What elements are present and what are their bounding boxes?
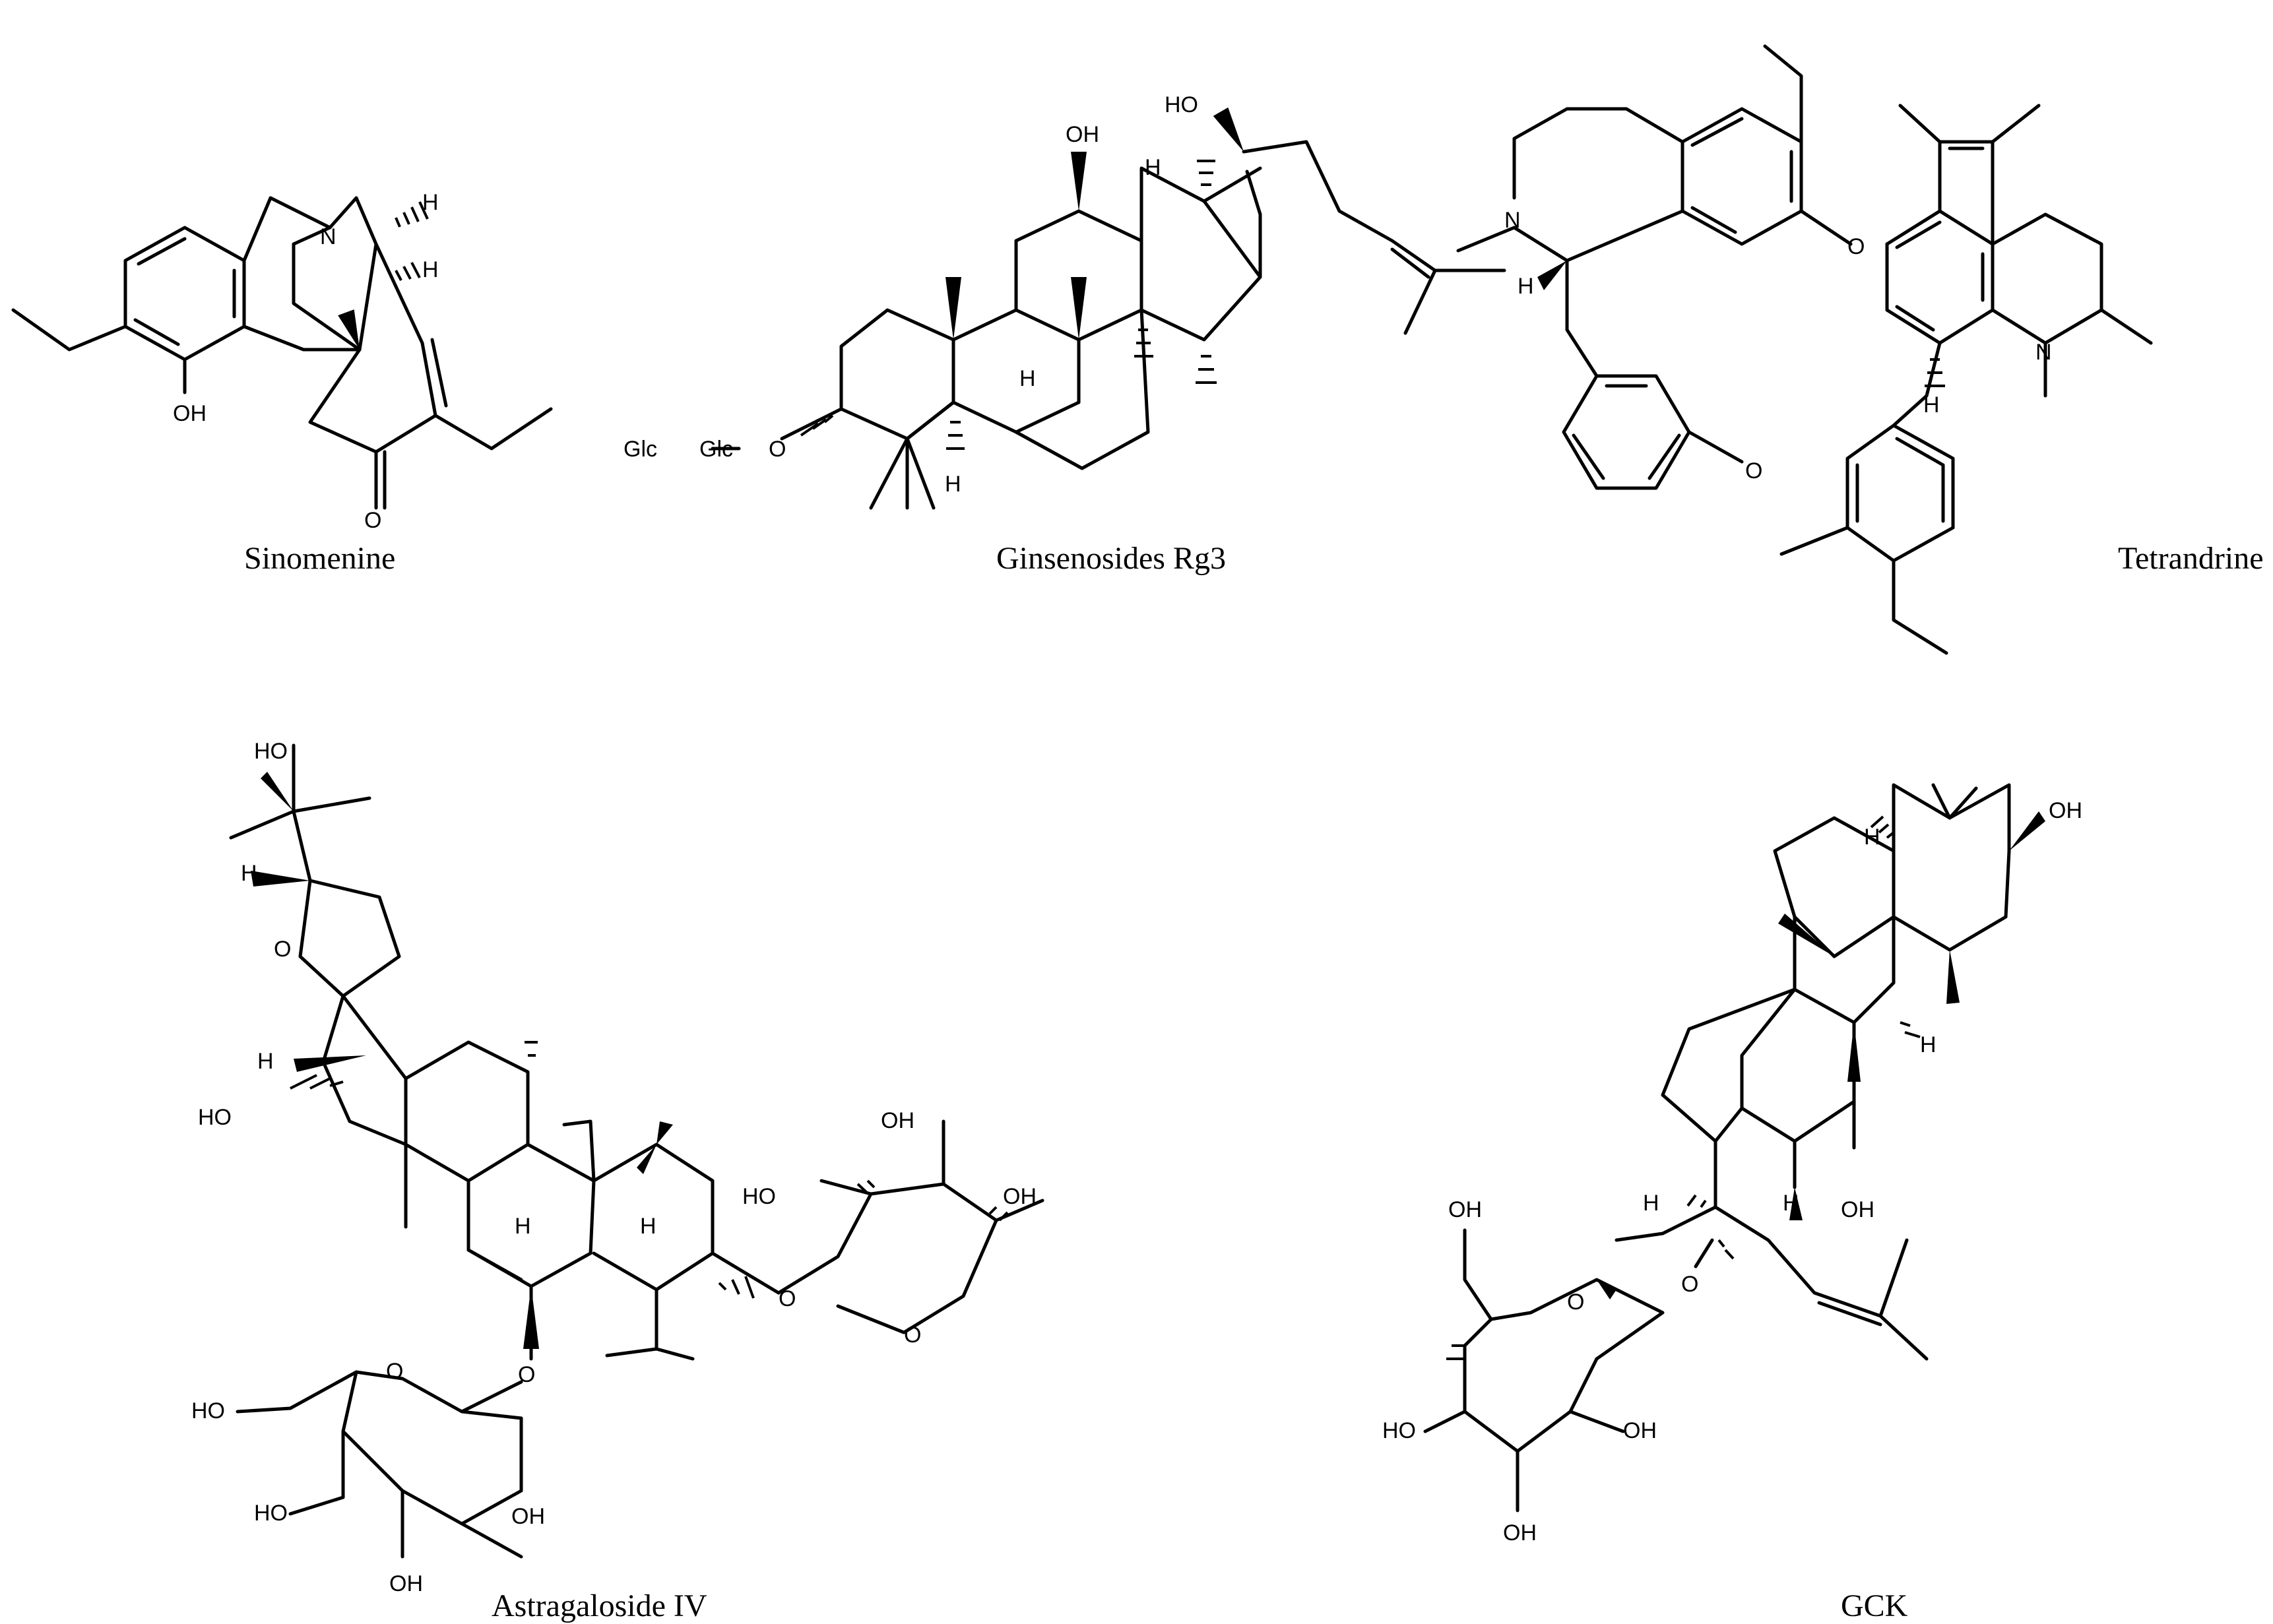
caption-gck: GCK (1841, 1588, 1908, 1623)
gck-o-glc-label: O (1567, 1290, 1584, 1315)
tetrandrine-n2-label: N (2035, 340, 2052, 365)
astragaloside-ho-x-label: HO (742, 1184, 776, 1209)
astragaloside-h-mid-label: H (257, 1049, 274, 1074)
astragaloside-oh-glc2-label: OH (389, 1571, 423, 1596)
astragaloside-o-xyl-label: O (904, 1323, 921, 1348)
tetrandrine-h2-label: H (1923, 392, 1940, 418)
gck-oh-mid-label: OH (1841, 1197, 1874, 1222)
gck-oh-glc2-label: OH (1503, 1520, 1537, 1546)
caption-sinomenine: Sinomenine (244, 541, 395, 576)
astragaloside-oh-glc1-label: OH (511, 1504, 545, 1529)
tetrandrine-h1-label: H (1518, 274, 1534, 299)
sinomenine-n-label: N (320, 224, 336, 249)
sinomenine-h1-label: H (422, 190, 439, 215)
rg3-h3-label: H (945, 472, 961, 497)
sinomenine-oh-label: OH (173, 401, 207, 426)
tetrandrine-n1-label: N (1504, 208, 1521, 233)
structure-tetrandrine: N H O N H O (1456, 44, 2153, 655)
gck-o-link-label: O (1681, 1272, 1698, 1297)
structure-gck: OH H H H H OH O OH O HO OH OH (1382, 783, 2082, 1546)
tetrandrine-o1-label: O (1847, 234, 1865, 259)
astragaloside-h-a-label: H (515, 1214, 531, 1239)
caption-astragaloside-iv: Astragaloside IV (492, 1588, 707, 1623)
structure-astragaloside-iv: HO H O H HO H H OH HO OH O O O HO O HO O… (191, 739, 1044, 1596)
astragaloside-ho-glc-label: HO (191, 1398, 225, 1423)
gck-oh-glc1-label: OH (1623, 1418, 1657, 1443)
gck-h-low-label: H (1783, 1191, 1799, 1216)
rg3-h1-label: H (1145, 155, 1161, 180)
astragaloside-o-glc-label: O (386, 1359, 403, 1384)
astragaloside-ho-top-label: HO (254, 739, 288, 764)
astragaloside-o-link2-label: O (518, 1362, 535, 1387)
astragaloside-o-link1-label: O (779, 1286, 796, 1311)
gck-h-left-label: H (1643, 1191, 1659, 1216)
structure-sinomenine: N H H OH O (11, 190, 553, 533)
astragaloside-oh-x1-label: OH (881, 1108, 914, 1133)
gck-oh-top-label: OH (2049, 798, 2082, 823)
gck-oh-glc-top-label: OH (1448, 1197, 1482, 1222)
astragaloside-ho-left-label: HO (198, 1105, 232, 1130)
rg3-o-label: O (769, 437, 786, 462)
caption-tetrandrine: Tetrandrine (2118, 541, 2264, 576)
astragaloside-oh-x2-label: OH (1003, 1184, 1037, 1209)
rg3-glc1-label: Glc (624, 437, 657, 462)
rg3-h2-label: H (1019, 366, 1036, 391)
caption-ginsenosides-rg3: Ginsenosides Rg3 (996, 541, 1226, 576)
astragaloside-h-top-label: H (241, 861, 257, 886)
structure-ginsenosides-rg3: OH HO H H H Glc Glc O (624, 92, 1506, 510)
sinomenine-h2-label: H (422, 257, 439, 282)
rg3-ho-label: HO (1165, 92, 1198, 117)
tetrandrine-o2-label: O (1745, 458, 1762, 484)
astragaloside-ho-glc2-label: HO (254, 1501, 288, 1526)
astragaloside-h-b-label: H (640, 1214, 656, 1239)
gck-ho-glc-label: HO (1382, 1418, 1416, 1443)
rg3-glc2-label: Glc (699, 437, 733, 462)
gck-h-mid-label: H (1920, 1032, 1937, 1057)
gck-h-top-label: H (1864, 825, 1880, 850)
astragaloside-o-ring-label: O (274, 937, 291, 962)
rg3-oh-label: OH (1066, 122, 1099, 147)
sinomenine-o-label: O (364, 508, 381, 533)
